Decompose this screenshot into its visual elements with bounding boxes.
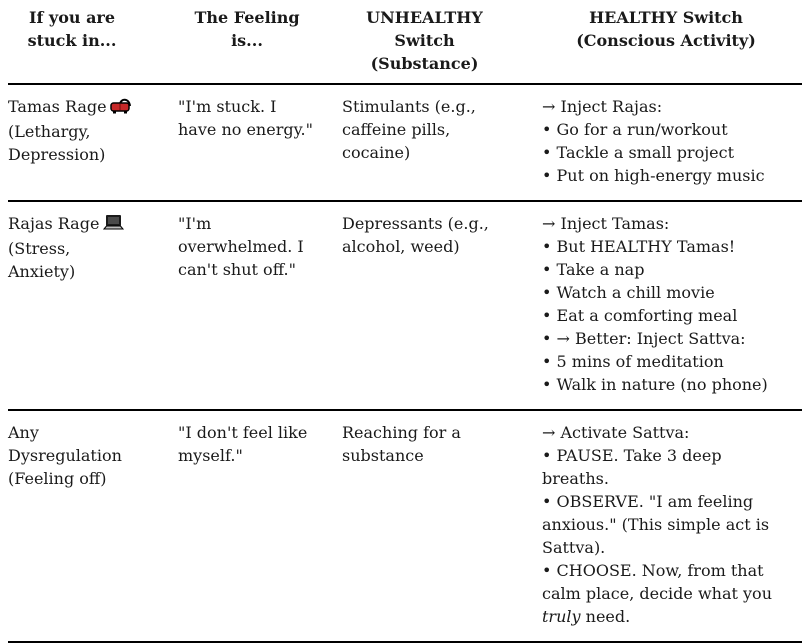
healthy-line: • Tackle a small project: [542, 143, 735, 162]
table-row-any-dysregulation: Any Dysregulation (Feeling off) "I don't…: [8, 411, 802, 643]
cell-stuck-in: Any Dysregulation (Feeling off): [8, 411, 178, 641]
healthy-line: • Watch a chill movie: [542, 283, 715, 302]
healthy-line: • Walk in nature (no phone): [542, 375, 768, 394]
cell-unhealthy: Depressants (e.g., alcohol, weed): [342, 214, 489, 256]
cell-unhealthy: Reaching for a substance: [342, 423, 461, 465]
cell-healthy: → Activate Sattva: • PAUSE. Take 3 deep …: [542, 411, 802, 641]
cell-feeling: "I'm stuck. I have no energy.": [178, 97, 313, 139]
laptop-icon: [102, 214, 125, 237]
healthy-line: • → Better: Inject Sattva:: [542, 329, 746, 348]
stuck-in-detail: (Feeling off): [8, 469, 107, 488]
header-feeling: The Feeling is...: [194, 8, 300, 50]
stuck-in-detail: (Lethargy, Depression): [8, 122, 106, 164]
healthy-line: • Go for a run/workout: [542, 120, 728, 139]
healthy-line: → Inject Tamas:: [542, 214, 670, 233]
healthy-line: → Inject Rajas:: [542, 97, 663, 116]
healthy-line: • But HEALTHY Tamas!: [542, 237, 736, 256]
stuck-in-detail: (Stress, Anxiety): [8, 239, 76, 281]
healthy-line-emphasis: • CHOOSE. Now, from that calm place, dec…: [542, 559, 790, 628]
healthy-line: • Eat a comforting meal: [542, 306, 738, 325]
healthy-line: • 5 mins of meditation: [542, 352, 724, 371]
healthy-line: • Take a nap: [542, 260, 645, 279]
header-stuck-in: If you are stuck in...: [27, 8, 117, 50]
table-row-tamas-rage: Tamas Rage (Lethargy, Depression) "I'm s…: [8, 85, 802, 202]
stuck-in-label: Any Dysregulation: [8, 423, 122, 465]
couch-icon: [109, 97, 132, 120]
table-body: Tamas Rage (Lethargy, Depression) "I'm s…: [8, 85, 802, 643]
cell-feeling: "I'm overwhelmed. I can't shut off.": [178, 214, 304, 279]
cell-feeling: "I don't feel like myself.": [178, 423, 308, 465]
stuck-in-label: Rajas Rage: [8, 214, 100, 233]
table-header-row: If you are stuck in... The Feeling is...…: [8, 0, 802, 85]
healthy-line: • Put on high-energy music: [542, 166, 765, 185]
header-healthy-switch: HEALTHY Switch (Conscious Activity): [576, 8, 756, 50]
healthy-line: • OBSERVE. "I am feeling anxious." (This…: [542, 492, 770, 557]
cell-stuck-in: Tamas Rage (Lethargy, Depression): [8, 85, 178, 200]
choose-suffix: need.: [580, 607, 631, 626]
cell-stuck-in: Rajas Rage (Stress, Anxiety): [8, 202, 178, 409]
cell-healthy: → Inject Tamas: • But HEALTHY Tamas! • T…: [542, 202, 802, 409]
header-unhealthy-switch: UNHEALTHY Switch (Substance): [366, 8, 483, 73]
healthy-line: → Activate Sattva:: [542, 423, 690, 442]
healthy-line: • PAUSE. Take 3 deep breaths.: [542, 446, 722, 488]
cell-healthy: → Inject Rajas: • Go for a run/workout •…: [542, 85, 802, 200]
choose-prefix: • CHOOSE. Now, from that calm place, dec…: [542, 561, 772, 603]
choose-italic-word: truly: [542, 607, 581, 626]
stuck-in-label: Tamas Rage: [8, 97, 107, 116]
table-row-rajas-rage: Rajas Rage (Stress, Anxiety) "I'm overwh…: [8, 202, 802, 411]
cell-unhealthy: Stimulants (e.g., caffeine pills, cocain…: [342, 97, 476, 162]
